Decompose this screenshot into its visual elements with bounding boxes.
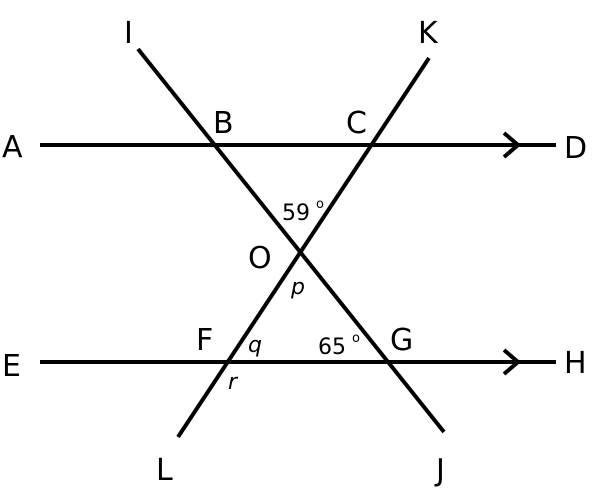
label-b: B bbox=[213, 106, 234, 141]
variable-q: q bbox=[248, 333, 262, 358]
arrow-h-icon bbox=[502, 348, 522, 376]
label-e: E bbox=[2, 349, 21, 384]
label-h: H bbox=[564, 346, 587, 381]
arrow-d-icon bbox=[502, 131, 522, 159]
angle-boc-value: 59 bbox=[282, 201, 310, 226]
angle-fgo-degree: o bbox=[352, 331, 360, 346]
label-k: K bbox=[418, 16, 439, 51]
label-l: L bbox=[156, 453, 173, 488]
label-i: I bbox=[124, 16, 133, 51]
label-j: J bbox=[434, 453, 445, 488]
line-kl bbox=[176, 56, 431, 439]
line-ij bbox=[136, 47, 446, 434]
angle-fgo-value: 65 bbox=[318, 335, 346, 360]
label-g: G bbox=[390, 323, 413, 358]
label-o: O bbox=[248, 241, 272, 276]
label-c: C bbox=[346, 106, 367, 141]
variable-r: r bbox=[228, 370, 239, 395]
label-a: A bbox=[2, 130, 23, 165]
label-d: D bbox=[564, 131, 587, 166]
label-f: F bbox=[196, 323, 213, 358]
angle-boc-degree: o bbox=[316, 197, 324, 212]
variable-p: p bbox=[290, 275, 305, 300]
